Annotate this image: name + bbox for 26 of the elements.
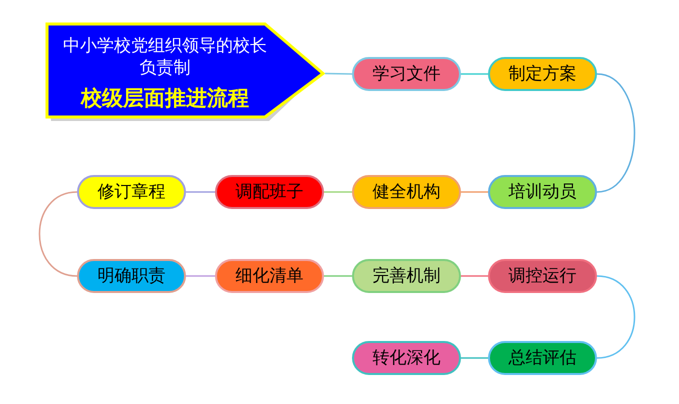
- step-pill: 学习文件: [352, 57, 461, 91]
- title-text: 中小学校党组织领导的校长负责制: [62, 34, 268, 78]
- connector-line: [324, 72, 352, 75]
- connector-line: [186, 191, 215, 193]
- step-pill: 转化深化: [352, 341, 461, 375]
- step-pill: 培训动员: [488, 175, 597, 209]
- connector-line: [461, 73, 488, 75]
- step-pill: 制定方案: [488, 57, 597, 91]
- step-pill: 健全机构: [352, 175, 461, 209]
- step-pill: 修订章程: [77, 175, 186, 209]
- step-pill: 调控运行: [488, 259, 597, 293]
- connector-line: [461, 357, 488, 359]
- step-pill: 明确职责: [77, 259, 186, 293]
- connector-line: [324, 191, 352, 193]
- connector-line: [596, 73, 636, 193]
- connector-line: [461, 191, 488, 193]
- step-pill: 完善机制: [352, 259, 461, 293]
- connector-line: [461, 275, 488, 277]
- step-pill: 细化清单: [215, 259, 324, 293]
- step-pill: 总结评估: [488, 341, 597, 375]
- step-pill: 调配班子: [215, 175, 324, 209]
- connector-line: [596, 275, 636, 359]
- connector-line: [38, 191, 78, 277]
- subtitle-text: 校级层面推进流程: [81, 84, 249, 112]
- connector-line: [186, 275, 215, 277]
- connector-line: [324, 275, 352, 277]
